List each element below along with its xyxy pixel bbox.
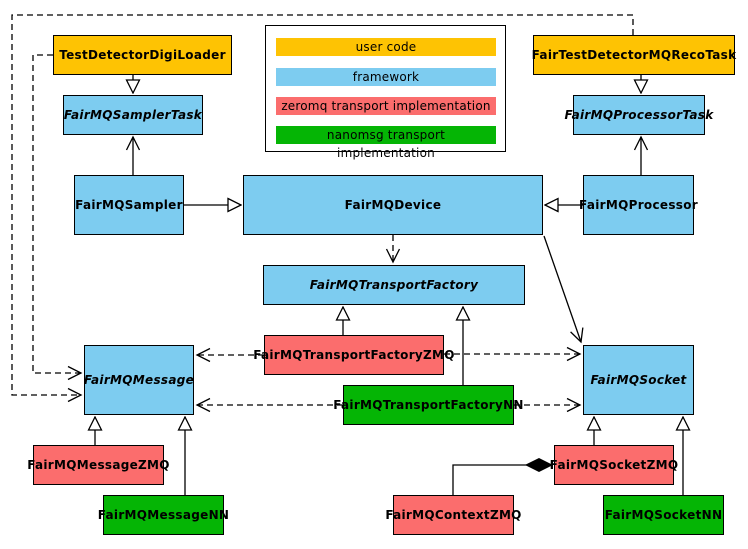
node-fairmq-processor: FairMQProcessor bbox=[579, 175, 698, 235]
node-fairmq-transport-factory: FairMQTransportFactory bbox=[263, 265, 525, 305]
node-fairmq-processor-task: FairMQProcessorTask bbox=[564, 95, 713, 135]
node-fairmq-socket-nn: FairMQSocketNN bbox=[603, 495, 724, 535]
node-fairmq-message-nn: FairMQMessageNN bbox=[98, 495, 229, 535]
node-fairmq-device: FairMQDevice bbox=[243, 175, 543, 235]
edge-digiloader-message bbox=[32, 54, 83, 381]
node-fairmq-sampler: FairMQSampler bbox=[74, 175, 184, 235]
legend-item-zeromq: zeromq transport implementation bbox=[276, 97, 496, 115]
node-fairmq-transport-factory-zmq: FairMQTransportFactoryZMQ bbox=[253, 335, 454, 375]
node-fairmq-message: FairMQMessage bbox=[84, 345, 194, 415]
legend-item-nanomsg: nanomsg transport implementation bbox=[276, 126, 496, 160]
node-fairmq-socket-zmq: FairMQSocketZMQ bbox=[550, 445, 678, 485]
edge-contextzmq-socketzmq bbox=[452, 465, 552, 495]
edge-device-socket bbox=[543, 235, 584, 344]
node-fair-test-detector-mq-reco-task: FairTestDetectorMQRecoTask bbox=[532, 35, 736, 75]
node-fairmq-message-zmq: FairMQMessageZMQ bbox=[27, 445, 170, 485]
edge-recotask-message bbox=[11, 14, 634, 403]
legend-item-framework: framework bbox=[276, 68, 496, 86]
node-fairmq-socket: FairMQSocket bbox=[583, 345, 694, 415]
legend-item-user-code: user code bbox=[276, 38, 496, 56]
node-test-detector-digi-loader: TestDetectorDigiLoader bbox=[53, 35, 232, 75]
node-fairmq-transport-factory-nn: FairMQTransportFactoryNN bbox=[333, 385, 523, 425]
node-fairmq-sampler-task: FairMQSamplerTask bbox=[63, 95, 203, 135]
node-fairmq-context-zmq: FairMQContextZMQ bbox=[385, 495, 521, 535]
legend: user code framework zeromq transport imp… bbox=[265, 25, 506, 160]
